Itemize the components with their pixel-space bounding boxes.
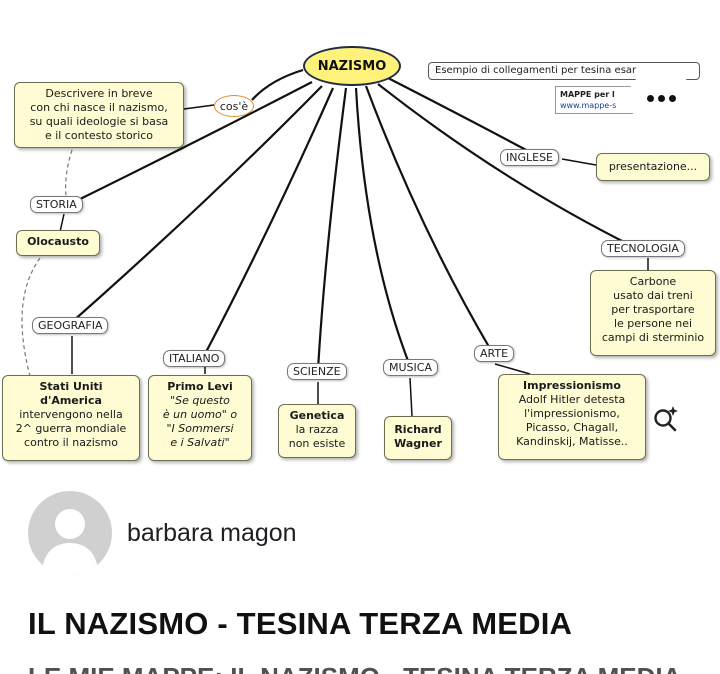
describe-box: Descrivere in breve con chi nasce il naz… [14, 82, 184, 148]
box-line: per trasportare [611, 303, 695, 316]
box-title: Stati Uniti d'America [39, 380, 103, 407]
box-title: Impressionismo [523, 379, 621, 392]
box-genetica: Genetica la razza non esiste [278, 404, 356, 458]
tag-inglese: INGLESE [500, 149, 560, 166]
box-line: le persone nei [613, 317, 693, 330]
describe-line: su quali ideologie si basa [29, 115, 169, 128]
more-dot [668, 94, 676, 102]
tag-italiano: ITALIANO [163, 350, 226, 367]
tag-musica: MUSICA [383, 359, 438, 376]
box-line: la razza [295, 423, 339, 436]
post-title[interactable]: IL NAZISMO - TESINA TERZA MEDIA [28, 606, 573, 641]
box-stati-uniti: Stati Uniti d'America intervengono nella… [2, 375, 140, 461]
avatar-silhouette [42, 509, 98, 575]
box-line: "I Sommersi [166, 422, 234, 435]
tag-arte: ARTE [474, 345, 515, 362]
post-subtitle: LE MIE MAPPE: IL NAZISMO - TESINA TERZA … [28, 662, 681, 674]
concept-map-image[interactable]: NAZISMO cos'è Descrivere in breve con ch… [0, 0, 720, 470]
box-line: usato dai treni [613, 289, 693, 302]
box-impressionismo: Impressionismo Adolf Hitler detesta l'im… [498, 374, 646, 460]
box-title: Richard Wagner [394, 423, 442, 450]
box-line: Adolf Hitler detesta [518, 393, 626, 406]
box-line: non esiste [288, 437, 346, 450]
author-name[interactable]: barbara magon [127, 519, 297, 547]
box-line: contro il nazismo [24, 436, 118, 449]
box-line: 2^ guerra mondiale [15, 422, 127, 435]
visual-search-icon[interactable] [652, 404, 680, 432]
more-dots-icon [646, 94, 654, 102]
box-line: intervengono nella [19, 408, 123, 421]
box-line: Kandinskij, Matisse.. [516, 435, 628, 448]
map-connectors [21, 68, 649, 417]
box-presentazione: presentazione... [596, 153, 710, 181]
describe-line: Descrivere in breve [45, 87, 153, 100]
more-dot [657, 94, 665, 102]
describe-line: e il contesto storico [44, 129, 154, 142]
example-label: Esempio di collegamenti per tesina esar [428, 62, 700, 80]
box-olocausto: Olocausto [16, 230, 100, 256]
user-avatar-icon[interactable] [28, 491, 112, 575]
box-line: è un uomo" o [162, 408, 238, 421]
box-line: campi di sterminio [601, 331, 705, 344]
tag-storia: STORIA [30, 196, 83, 213]
box-line: e i Salvati" [170, 436, 230, 449]
box-title: Olocausto [27, 235, 89, 248]
box-line: l'impressionismo, [524, 407, 620, 420]
mappe-title: MAPPE per l [560, 90, 615, 99]
box-title: Primo Levi [167, 380, 233, 393]
box-title: Genetica [289, 409, 345, 422]
more-options-button[interactable] [628, 72, 694, 124]
mappe-logo: MAPPE per l www.mappe-s [555, 86, 635, 114]
box-line: Picasso, Chagall, [525, 421, 619, 434]
describe-line: con chi nasce il nazismo, [30, 101, 168, 114]
box-carbone: Carbone usato dai treni per trasportare … [590, 270, 716, 356]
tag-tecnologia: TECNOLOGIA [601, 240, 685, 257]
box-primo-levi: Primo Levi "Se questo è un uomo" o "I So… [148, 375, 252, 461]
central-node: NAZISMO [303, 46, 401, 86]
box-line: Carbone [629, 275, 677, 288]
box-line: "Se questo [170, 394, 230, 407]
mappe-url: www.mappe-s [560, 101, 617, 110]
tag-geografia: GEOGRAFIA [32, 317, 109, 334]
tag-scienze: SCIENZE [287, 363, 347, 380]
cose-label: cos'è [214, 95, 254, 117]
box-richard-wagner: Richard Wagner [384, 416, 452, 460]
